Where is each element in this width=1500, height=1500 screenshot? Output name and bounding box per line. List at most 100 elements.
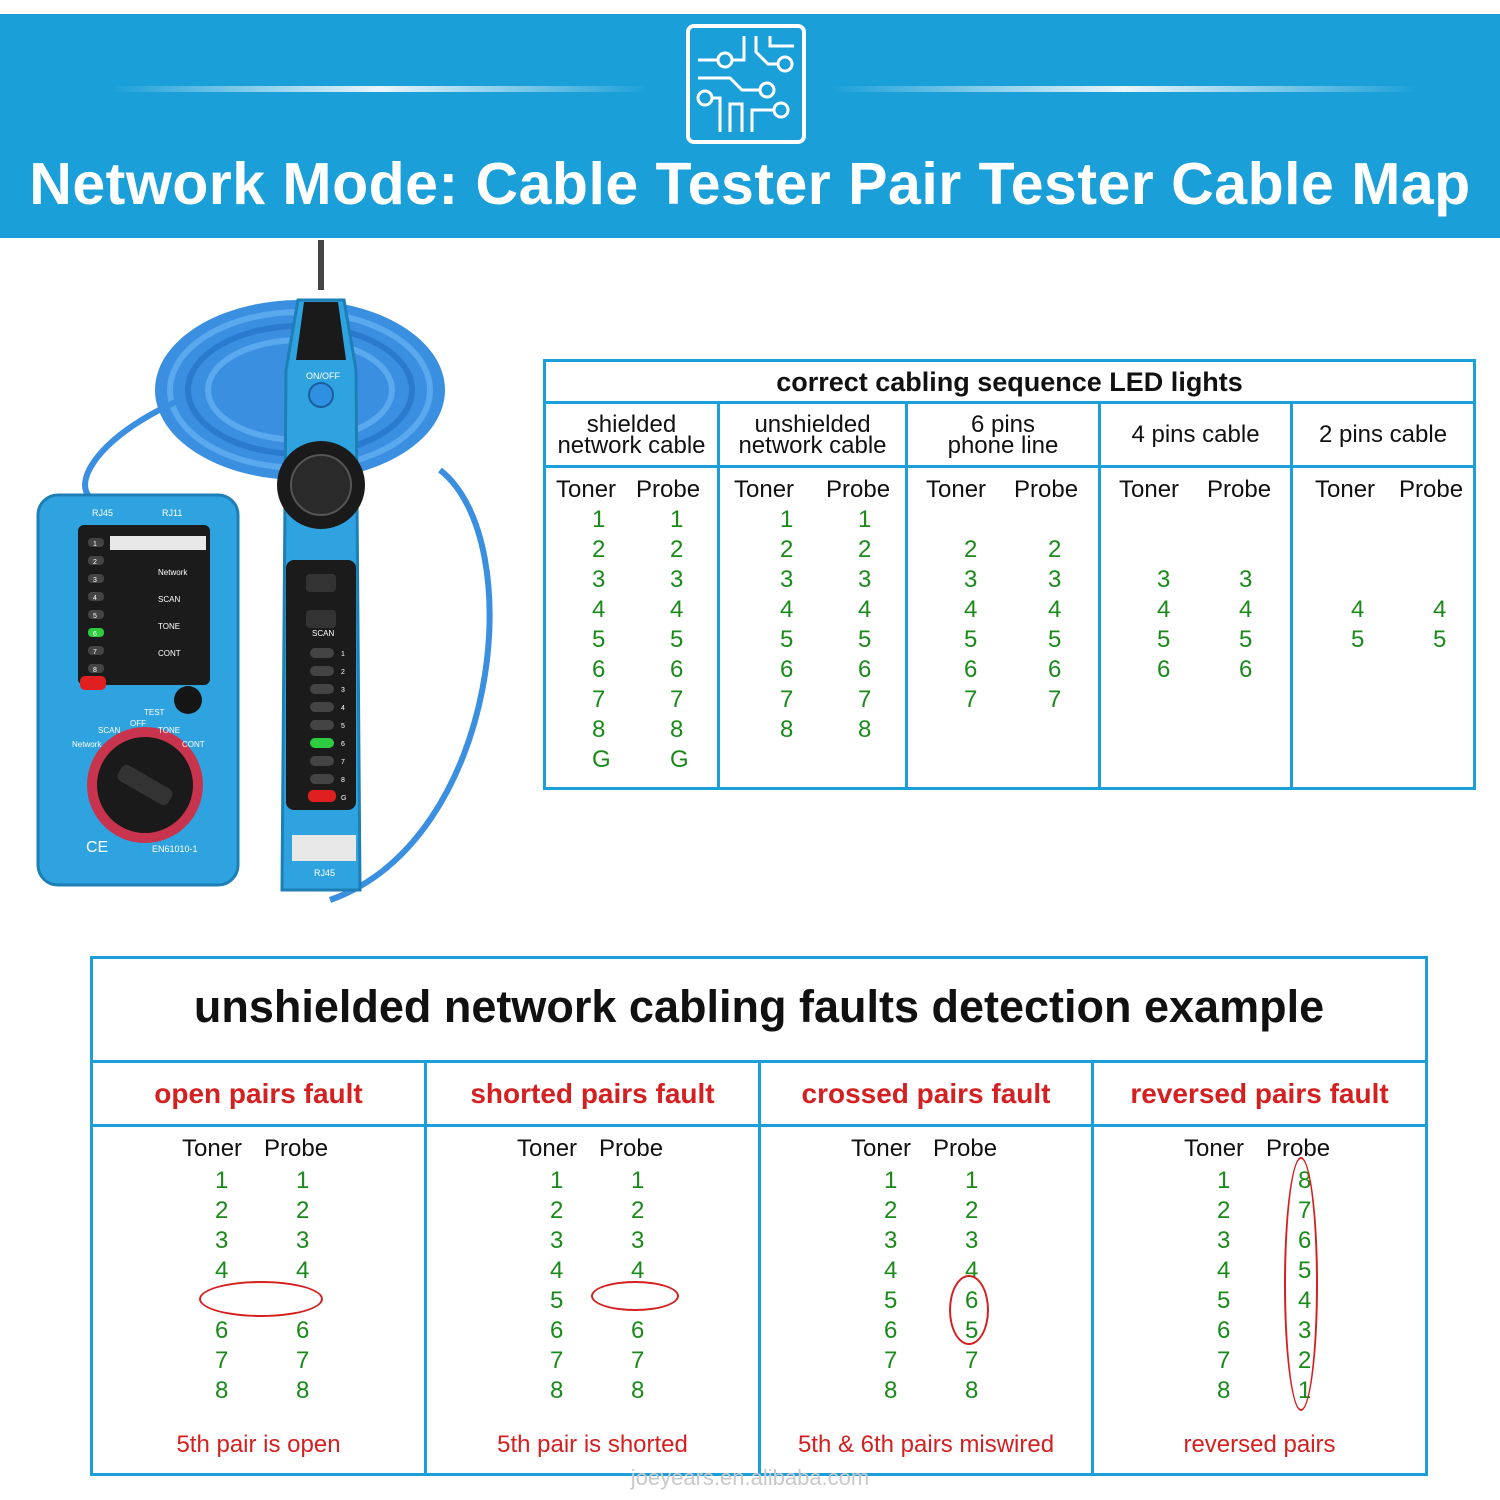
toner-pin: 3 — [1157, 566, 1171, 593]
probe-pin: 5 — [1048, 626, 1062, 653]
probe-pin: 7 — [1048, 686, 1062, 713]
probe-led-number: 5 — [341, 723, 345, 730]
probe-pin: 4 — [1239, 596, 1253, 623]
toner-pin: 4 — [1217, 1257, 1231, 1284]
toner-pin: 2 — [550, 1197, 564, 1224]
toner-pin: 7 — [780, 686, 794, 713]
correct-sequence-table: correct cabling sequence LED lights shie… — [543, 359, 1476, 790]
receiver-dial-cont: CONT — [182, 740, 205, 749]
toner-pin: 4 — [884, 1257, 898, 1284]
toner-header: Toner — [734, 476, 795, 503]
sequence-column-title: 4 pins cable — [1101, 404, 1290, 468]
toner-pin: 8 — [884, 1377, 898, 1404]
fault-type-title: reversed pairs fault — [1094, 1063, 1425, 1127]
probe-pin: 2 — [1048, 536, 1062, 563]
toner-pin: 6 — [1157, 656, 1171, 683]
probe-pin: 5 — [1433, 626, 1447, 653]
probe-header: Probe — [599, 1135, 664, 1162]
probe-pin: 4 — [858, 596, 872, 623]
fault-type-title: shorted pairs fault — [427, 1063, 758, 1127]
probe-pin: 2 — [858, 536, 872, 563]
probe-led-number: 1 — [341, 651, 345, 658]
receiver-mode-tone: TONE — [158, 622, 180, 631]
sequence-column-title: 6 pins phone line — [908, 404, 1098, 468]
toner-pin: 6 — [215, 1317, 229, 1344]
receiver-rj45-label: RJ45 — [92, 508, 113, 518]
toner-pin: 4 — [215, 1257, 229, 1284]
probe-pin: 2 — [296, 1197, 310, 1224]
toner-pin: 2 — [592, 536, 606, 563]
toner-pin: 5 — [1217, 1287, 1231, 1314]
fault-caption: 5th pair is shorted — [497, 1431, 688, 1458]
fault-highlight-oval — [949, 1275, 989, 1345]
receiver-led-number: 6 — [93, 631, 97, 638]
toner-pin: 2 — [1217, 1197, 1231, 1224]
toner-header: Toner — [182, 1135, 243, 1162]
receiver-dial-scan: SCAN — [98, 726, 120, 735]
toner-pin: 7 — [884, 1347, 898, 1374]
receiver-led-number: 3 — [93, 577, 97, 584]
probe-led-number: 2 — [341, 669, 345, 676]
toner-pin: 7 — [964, 686, 978, 713]
fault-highlight-oval — [591, 1281, 679, 1311]
watermark: joeyears.en.alibaba.com — [630, 1465, 870, 1490]
ce-mark: CE — [86, 839, 108, 856]
toner-pin: 8 — [592, 716, 606, 743]
toner-pin: 5 — [1157, 626, 1171, 653]
probe-pin: 8 — [670, 716, 684, 743]
probe-scan-label: SCAN — [312, 629, 334, 638]
probe-header: Probe — [1207, 476, 1272, 503]
banner-glow-right — [830, 86, 1420, 92]
toner-header: Toner — [1184, 1135, 1245, 1162]
receiver-dial-test: TEST — [144, 708, 165, 717]
toner-pin: 1 — [215, 1167, 229, 1194]
toner-pin: 5 — [592, 626, 606, 653]
probe-header: Probe — [826, 476, 891, 503]
receiver-rj11-label: RJ11 — [162, 508, 182, 518]
toner-pin: 8 — [1217, 1377, 1231, 1404]
receiver-led-number: 8 — [93, 667, 97, 674]
probe-header: Probe — [264, 1135, 329, 1162]
toner-pin: 7 — [592, 686, 606, 713]
page-title: Network Mode: Cable Tester Pair Tester C… — [29, 151, 1471, 217]
probe-header: Probe — [636, 476, 701, 503]
toner-pin: 5 — [1351, 626, 1365, 653]
probe-pin: 2 — [631, 1197, 645, 1224]
probe-pin: 6 — [296, 1317, 310, 1344]
fault-caption: 5th pair is open — [176, 1431, 341, 1458]
probe-pin: 7 — [858, 686, 872, 713]
probe-pin: 8 — [858, 716, 872, 743]
toner-pin: 6 — [780, 656, 794, 683]
toner-pin: 1 — [1217, 1167, 1231, 1194]
probe-pin: 1 — [858, 506, 872, 533]
receiver-dial-tone: TONE — [158, 726, 180, 735]
probe-pin: 1 — [670, 506, 684, 533]
toner-pin: 5 — [964, 626, 978, 653]
toner-pin: 3 — [550, 1227, 564, 1254]
fault-type-title: crossed pairs fault — [761, 1063, 1091, 1127]
probe-pin: 4 — [670, 596, 684, 623]
receiver-led-number: 4 — [93, 595, 97, 602]
toner-pin: 4 — [1351, 596, 1365, 623]
toner-pin: 4 — [780, 596, 794, 623]
probe-led-number: 7 — [341, 759, 345, 766]
probe-pin: 2 — [965, 1197, 979, 1224]
probe-pin: 8 — [965, 1377, 979, 1404]
probe-pin: 6 — [631, 1317, 645, 1344]
probe-led-number: 4 — [341, 705, 345, 712]
toner-pin: 2 — [215, 1197, 229, 1224]
sequence-table-title: correct cabling sequence LED lights — [546, 362, 1473, 404]
toner-pin: G — [592, 746, 611, 773]
toner-pin: 3 — [780, 566, 794, 593]
receiver-dial-off: OFF — [130, 719, 146, 728]
receiver-led-number: 5 — [93, 613, 97, 620]
probe-pin: 3 — [965, 1227, 979, 1254]
probe-pin: 4 — [1433, 596, 1447, 623]
